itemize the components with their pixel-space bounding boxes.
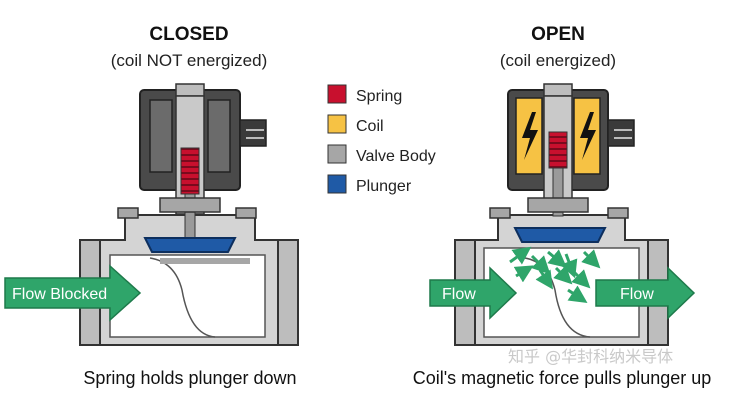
open-flow-in-arrow: Flow	[429, 266, 518, 320]
legend-label: Valve Body	[356, 148, 436, 165]
open-flow-out-arrow: Flow	[595, 266, 696, 320]
legend: Spring Coil Valve Body Plunger	[327, 84, 436, 195]
open-title: OPEN	[531, 24, 585, 45]
open-caption: Coil's magnetic force pulls plunger up	[413, 368, 712, 388]
open-plunger-stem	[552, 167, 564, 217]
watermark: 知乎 @华封科纳米导体	[508, 347, 673, 366]
open-spring	[548, 131, 568, 169]
open-internal-flow-arrows	[509, 246, 601, 303]
open-valve: OPEN (coil energized)	[413, 24, 712, 388]
closed-spring	[180, 147, 200, 195]
closed-caption: Spring holds plunger down	[83, 368, 296, 388]
legend-item-plunger: Plunger	[327, 174, 412, 195]
legend-label: Coil	[356, 118, 384, 135]
closed-valve: CLOSED (coil NOT energized)	[4, 24, 299, 388]
open-flow-out-label: Flow	[620, 286, 654, 303]
lightning-icon	[580, 112, 596, 160]
legend-item-valve-body: Valve Body	[327, 144, 436, 165]
open-flow-in-label: Flow	[442, 286, 476, 303]
closed-subtitle: (coil NOT energized)	[111, 51, 268, 70]
lightning-icon	[522, 112, 538, 160]
legend-label: Spring	[356, 88, 402, 105]
closed-plunger	[143, 237, 237, 253]
closed-flow-label: Flow Blocked	[12, 286, 107, 303]
open-plunger	[513, 227, 607, 243]
closed-flow-arrow: Flow Blocked	[4, 264, 142, 322]
closed-valve-body	[79, 207, 299, 346]
legend-item-spring: Spring	[327, 84, 402, 105]
open-subtitle: (coil energized)	[500, 51, 616, 70]
closed-title: CLOSED	[149, 24, 228, 45]
legend-item-coil: Coil	[327, 114, 384, 135]
legend-label: Plunger	[356, 178, 412, 195]
